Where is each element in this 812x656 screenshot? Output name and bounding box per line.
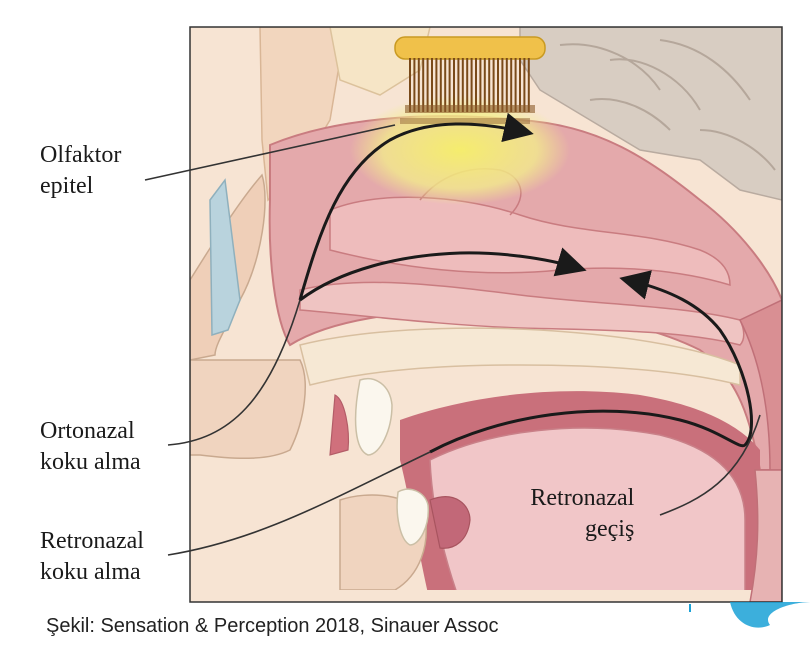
label-retronasal-smell: Retronazal koku alma xyxy=(40,526,144,588)
label-line: Olfaktor xyxy=(40,142,122,168)
orthonasal-arrow-upper xyxy=(298,112,534,301)
upper-lip xyxy=(190,359,306,460)
label-line: Retronazal xyxy=(530,485,635,511)
label-retronasal-passage: Retronazal geçiş xyxy=(525,483,634,545)
hard-palate xyxy=(299,327,741,386)
label-orthonasal: Ortonazal koku alma xyxy=(40,416,141,478)
retronasal-arrow xyxy=(429,270,753,454)
olfactory-bulb xyxy=(394,36,546,60)
leader-lines xyxy=(144,124,761,556)
brain xyxy=(519,27,782,201)
label-line: koku alma xyxy=(40,449,141,475)
olfactory-leader xyxy=(144,124,396,181)
label-line: koku alma xyxy=(40,559,141,585)
lower-tooth xyxy=(396,488,429,546)
label-line: Ortonazal xyxy=(40,418,135,444)
illustration xyxy=(190,27,782,602)
label-line: geçiş xyxy=(585,516,635,542)
olfactory-receptor-fibers xyxy=(409,58,530,112)
upper-tooth xyxy=(354,378,393,456)
figure-frame xyxy=(189,26,783,603)
figure-caption: Şekil: Sensation & Perception 2018, Sina… xyxy=(46,615,499,637)
orthonasal-arrow-lower xyxy=(299,247,587,302)
label-olfactory-epithelium: Olfaktor epitel xyxy=(40,140,121,202)
turbinates xyxy=(329,196,731,287)
label-line: epitel xyxy=(40,173,94,199)
orthonasal-leader xyxy=(167,299,301,446)
retronasal-smell-leader xyxy=(167,451,431,556)
corner-accent xyxy=(730,602,812,628)
retronasal-passage-leader xyxy=(659,414,761,516)
label-line: Retronazal xyxy=(40,528,144,554)
airflow-arrows xyxy=(298,112,753,454)
